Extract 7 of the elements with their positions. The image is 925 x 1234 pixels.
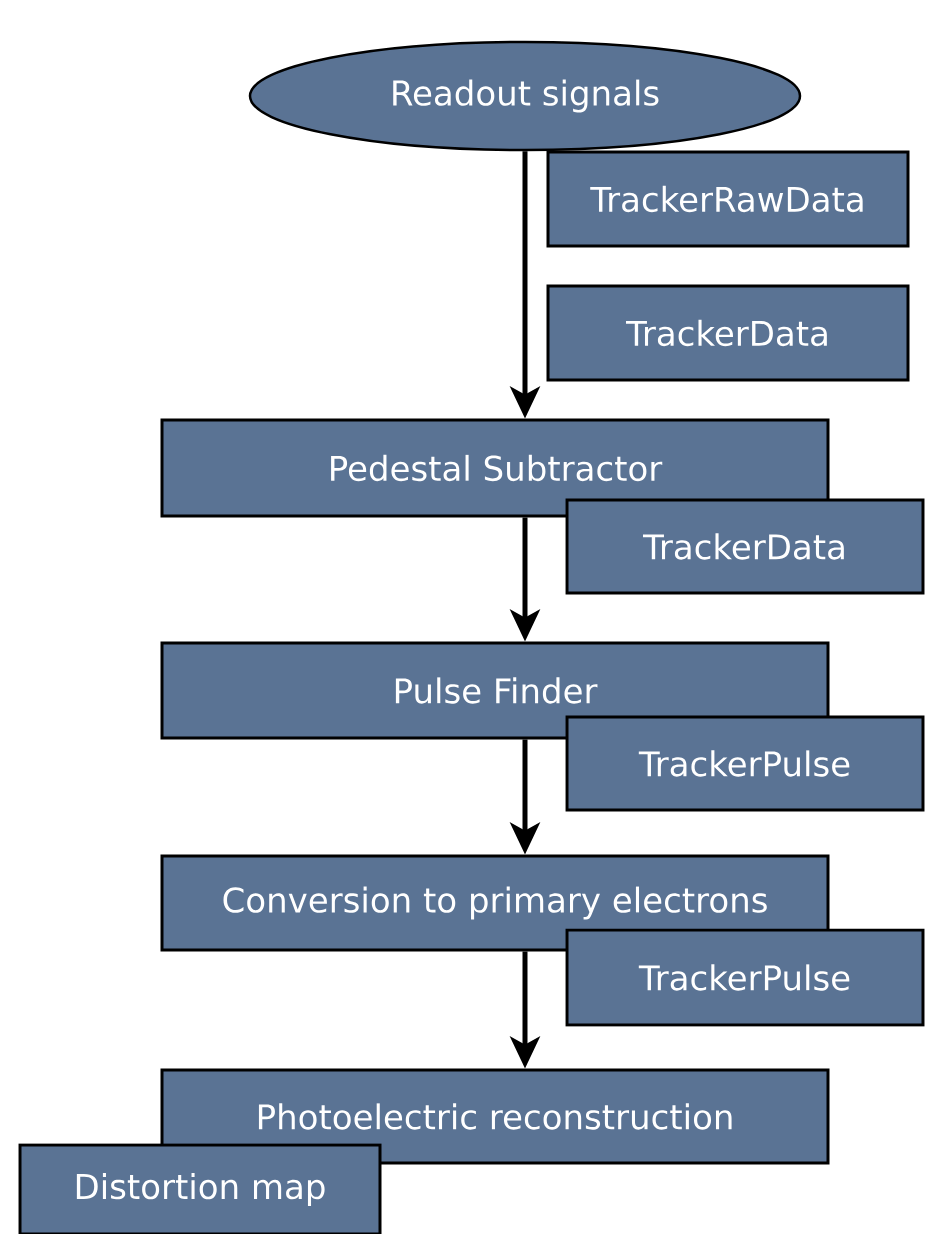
process-box: TrackerPulse xyxy=(565,715,925,812)
process-box: Distortion map xyxy=(18,1143,382,1234)
process-box: TrackerData xyxy=(565,498,925,595)
process-box: TrackerRawData xyxy=(546,150,910,248)
process-box: Conversion to primary electrons xyxy=(160,854,830,952)
process-box: TrackerPulse xyxy=(565,928,925,1027)
process-box: TrackerData xyxy=(546,284,910,382)
